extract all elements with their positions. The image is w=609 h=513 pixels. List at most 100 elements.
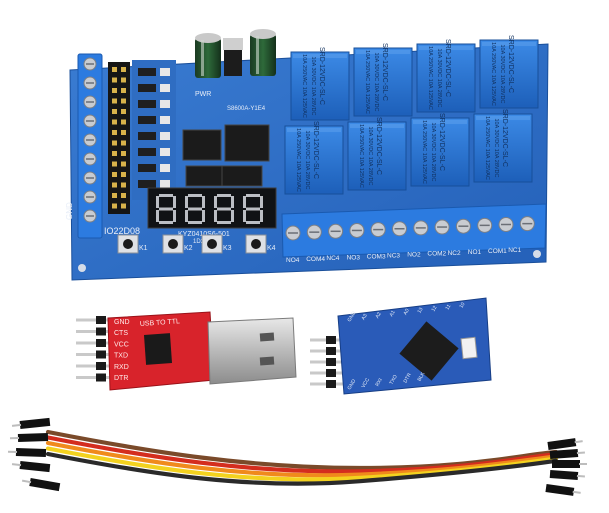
dupont-connector <box>552 460 580 468</box>
mount-hole <box>533 250 541 258</box>
header-pin <box>121 77 126 83</box>
relay-rating-text: 10A 250VAC 10A 125VAC <box>358 124 364 188</box>
header-pin <box>76 353 112 356</box>
pin-spacer <box>326 347 336 355</box>
relay-rating-text: 10A 250VAC 10A 125VAC <box>295 128 301 192</box>
seg-digit <box>185 194 205 224</box>
jumper-cable <box>7 417 587 496</box>
smd-led <box>160 116 170 124</box>
mini-pin-label: A3 <box>361 313 369 321</box>
jumper-wire <box>45 440 559 478</box>
pin-spacer <box>326 380 336 388</box>
header-pin <box>112 130 117 135</box>
jumper-wire <box>45 451 559 486</box>
connector-pin <box>9 436 20 440</box>
relay-rating-text: 10A 30VDC 10A 28VDC <box>493 118 499 177</box>
mini-pin-label: 10 <box>459 301 467 309</box>
relay-rating-text: 10A 30VDC 10A 28VDC <box>436 48 442 107</box>
pro-mini-pin-header <box>310 336 344 388</box>
relay-model-text: SRD-12VDC-SL-C <box>444 39 451 97</box>
left-terminal-label: GND <box>65 202 74 220</box>
relay-rating-text: 10A 250VAC 10A 125VAC <box>490 42 496 106</box>
key-label: K3 <box>223 245 232 252</box>
relay-model-text: SRD-12VDC-SL-C <box>318 47 325 105</box>
pin-header <box>108 62 130 214</box>
terminal-label-nc3: NC3 <box>387 253 400 260</box>
mini-side-label: GND <box>347 378 358 391</box>
dupont-connector <box>17 432 49 442</box>
header-pin <box>112 88 117 93</box>
mini-side-label: VCC <box>361 377 372 389</box>
jumper-wire <box>45 429 559 471</box>
mini-pin-label: 11 <box>445 303 453 311</box>
header-pin <box>121 172 126 177</box>
smd-led <box>160 100 170 108</box>
header-pin <box>76 330 112 333</box>
resistor-array <box>132 60 176 200</box>
header-pin <box>121 119 126 125</box>
connector-pin <box>7 450 18 454</box>
smd-resistor <box>138 132 156 140</box>
header-pin <box>121 130 126 135</box>
usb-ttl-chip <box>143 333 173 365</box>
relay-model-text: SRD-12VDC-SL-C <box>507 35 514 93</box>
mini-side-label: TXO <box>389 374 399 386</box>
relay-rating-text: 10A 30VDC 10A 28VDC <box>304 130 310 189</box>
pin-spacer <box>96 373 106 382</box>
seg-digit <box>214 194 234 224</box>
header-pin <box>121 88 126 93</box>
header-pin <box>112 151 117 156</box>
terminal-label-com4: COM4 <box>306 256 325 263</box>
header-pin <box>121 182 126 188</box>
relay-rating-text: 10A 30VDC 10A 28VDC <box>310 56 316 115</box>
mini-side-label: RXI <box>375 377 384 387</box>
relay-model-text: SRD-12VDC-SL-C <box>375 117 382 175</box>
smd-led <box>160 180 170 188</box>
header-pin <box>121 161 126 167</box>
usb-ttl-title: USB TO TTL <box>140 318 181 328</box>
header-pin <box>76 341 112 345</box>
header-pin <box>112 67 117 72</box>
mini-pin-label: A2 <box>375 311 383 319</box>
header-pin <box>76 364 112 368</box>
pro-mini-mcu <box>399 321 459 381</box>
key-button-k1 <box>117 234 139 254</box>
ic-label: S8600A-Y1E4 <box>227 106 266 112</box>
dupont-connector <box>15 448 47 458</box>
terminal-label-com1: COM1 <box>488 248 507 255</box>
header-pin <box>112 182 117 188</box>
mini-pin-label: A0 <box>403 308 411 316</box>
connector-pin <box>576 451 585 455</box>
usb-pin-label-rxd: RXD <box>114 364 129 371</box>
smd-resistor <box>138 68 156 76</box>
header-pin <box>76 376 112 379</box>
key-button-k3 <box>201 234 223 254</box>
key-label: K2 <box>184 245 193 252</box>
dupont-connector <box>547 438 577 450</box>
header-pin <box>121 109 126 114</box>
output-terminal-block <box>281 203 547 258</box>
relay-rating-text: 10A 250VAC 10A 125VAC <box>364 50 370 114</box>
relay-model-text: SRD-12VDC-SL-C <box>312 121 319 179</box>
relay-model-text: SRD-12VDC-SL-C <box>438 113 445 171</box>
pin-spacer <box>326 336 336 344</box>
usb-plug <box>207 317 297 385</box>
smd-resistor <box>138 116 156 124</box>
connector-pin <box>579 463 587 465</box>
relay-rating-text: 10A 30VDC 10A 28VDC <box>499 44 505 103</box>
mini-pin-label: GND <box>347 310 358 323</box>
left-terminal-block <box>77 53 103 239</box>
terminal-label-com2: COM2 <box>427 251 446 258</box>
dupont-connector <box>549 449 579 459</box>
relay-rating-text: 10A 30VDC 10A 28VDC <box>430 122 436 181</box>
header-pin <box>112 109 117 114</box>
smd-resistor <box>138 148 156 156</box>
header-pin <box>121 98 126 104</box>
